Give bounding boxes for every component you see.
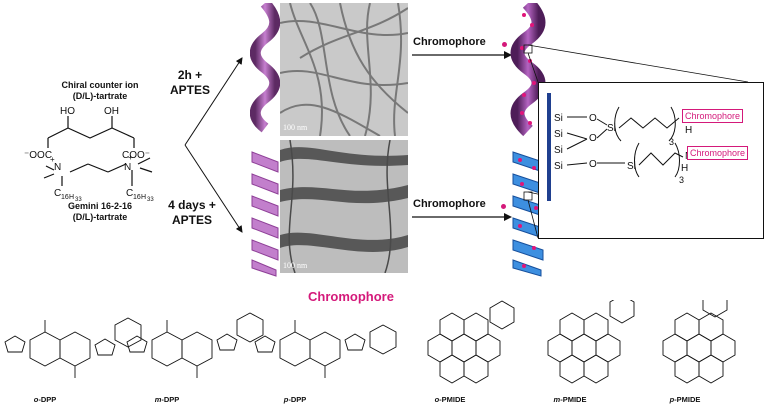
svg-text:O: O [589, 113, 597, 124]
subscript-3a: 3 [669, 137, 674, 147]
svg-text:C: C [54, 188, 61, 199]
svg-text:C: C [126, 188, 133, 199]
chromophore-section-title: Chromophore [308, 289, 394, 304]
m-dpp-structure [126, 312, 264, 378]
svg-text:33: 33 [147, 197, 154, 203]
chromophore-box-1: Chromophore [682, 109, 744, 123]
svg-text:+: + [50, 155, 55, 164]
tartrate-structure: HO OH ⁻OOC COO⁻ N N + + C 16 H 33 C 16 H… [24, 106, 154, 203]
molecule-name-m-dpp: m-DPP [154, 395, 180, 404]
counter-ion-title: Chiral counter ion (D/L)-tartrate [20, 80, 180, 102]
o-dpp-structure [4, 317, 142, 378]
svg-text:⁻OOC: ⁻OOC [24, 150, 52, 161]
molecule-name-o-pmide: o-PMIDE [434, 395, 466, 404]
svg-text:Si: Si [554, 145, 563, 156]
chromophore-dot-lower [501, 204, 506, 209]
svg-text:O: O [589, 133, 597, 144]
helix-twisted-ribbon [250, 3, 280, 133]
silica-wall-bar [547, 93, 551, 201]
svg-text:Si: Si [627, 161, 636, 172]
svg-text:H: H [69, 194, 74, 201]
gemini-line1: Gemini 16-2-16 [67, 201, 133, 211]
branch-arrows [184, 57, 243, 233]
svg-text:16: 16 [133, 194, 141, 201]
functionalized-helix-purple [510, 3, 546, 137]
condition-lower-line1: 4 days + [168, 198, 216, 212]
tem-image-helices [280, 140, 408, 273]
tem-scale-upper: 100 nm [283, 123, 308, 132]
svg-text:33: 33 [75, 197, 82, 203]
arrow-up [184, 57, 243, 146]
svg-text:N: N [54, 162, 61, 173]
arrow-down [184, 144, 243, 233]
svg-text:Si: Si [554, 113, 563, 124]
svg-text:OH: OH [104, 106, 119, 117]
svg-text:COO⁻: COO⁻ [122, 150, 150, 161]
gemini-line2: (D/L)-tartrate [72, 212, 128, 222]
gemini-title: Gemini 16-2-16 (D/L)-tartrate [20, 201, 180, 223]
functionalized-helix-blue [512, 151, 544, 277]
condition-upper-line2: APTES [169, 83, 210, 97]
silica-inset-box [538, 82, 764, 239]
condition-upper: 2h + APTES [160, 68, 220, 98]
arrow-to-functionalized-upper [412, 51, 512, 59]
molecule-name-o-dpp: o-DPP [33, 395, 57, 404]
p-dpp-structure [254, 320, 397, 378]
tem-image-nanotubes [280, 3, 408, 136]
svg-text:HO: HO [60, 106, 75, 117]
svg-text:Si: Si [554, 129, 563, 140]
arrow-to-functionalized-lower [412, 213, 512, 221]
m-pmide-structure [547, 300, 635, 384]
counter-ion-line2: (D/L)-tartrate [72, 91, 128, 101]
chromophore-dot-upper [502, 42, 507, 47]
tem-scale-lower: 100 nm [283, 261, 308, 270]
molecule-name-p-dpp: p-DPP [283, 395, 307, 404]
molecule-name-m-pmide: m-PMIDE [553, 395, 587, 404]
svg-text:16: 16 [61, 194, 69, 201]
svg-text:O: O [589, 159, 597, 170]
chromophore-label-upper: Chromophore [413, 36, 486, 48]
o-pmide-structure [427, 300, 515, 384]
chromophore-structures [4, 300, 736, 384]
svg-text:N: N [124, 162, 131, 173]
chromophore-box-2: Chromophore [687, 146, 749, 160]
condition-upper-line1: 2h + [177, 68, 203, 82]
svg-text:+: + [128, 153, 133, 162]
condition-lower: 4 days + APTES [158, 198, 226, 228]
svg-text:H: H [685, 125, 692, 136]
p-pmide-structure [662, 300, 736, 384]
condition-lower-line2: APTES [171, 213, 212, 227]
molecule-name-p-pmide: p-PMIDE [669, 395, 701, 404]
svg-text:Si: Si [554, 161, 563, 172]
svg-text:H: H [141, 194, 146, 201]
helix-coiled-ribbon [251, 151, 279, 277]
chromophore-label-lower: Chromophore [413, 198, 486, 210]
svg-text:H: H [681, 163, 688, 174]
subscript-3b: 3 [679, 175, 684, 185]
svg-text:Si: Si [607, 123, 616, 134]
counter-ion-line1: Chiral counter ion [61, 80, 139, 90]
